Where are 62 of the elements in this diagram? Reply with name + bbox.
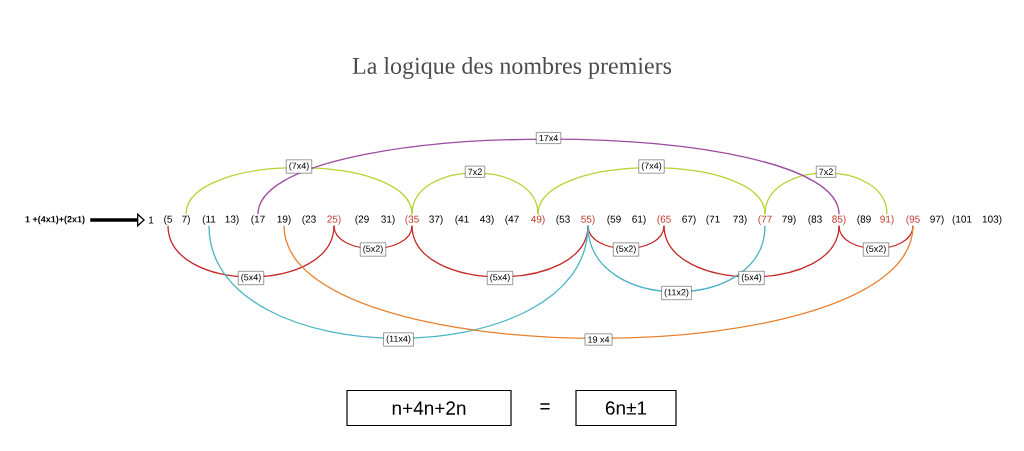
number-text: 91) — [880, 215, 894, 225]
number-text: 103) — [982, 215, 1002, 225]
formula-box: n+4n+2n — [346, 389, 512, 427]
edge-label: 7x2 — [816, 165, 836, 178]
edge-label: (5x4) — [738, 271, 765, 285]
number-text: 1 — [149, 216, 154, 224]
number-text: 49) — [531, 215, 545, 225]
arc-connector — [537, 167, 766, 215]
edge-label: (7x4) — [638, 159, 665, 174]
number-text: 37) — [429, 215, 443, 225]
edge-label: (5x4) — [487, 271, 513, 285]
number-text: (59 — [607, 215, 621, 225]
number-text: 43) — [480, 215, 494, 225]
number-text: (23 — [302, 215, 316, 225]
number-text: 85) — [832, 215, 846, 225]
edge-label: (5x4) — [238, 271, 264, 285]
edge-label: (11x2) — [661, 286, 692, 300]
number-text: (83 — [808, 215, 822, 225]
number-text: (53 — [556, 215, 570, 225]
number-text: 97) — [930, 215, 944, 225]
edge-label: (5x2) — [863, 242, 889, 257]
arc-connector — [283, 225, 914, 339]
number-text: (89 — [857, 215, 871, 225]
arc-connector — [764, 172, 888, 215]
number-text: 67) — [682, 215, 696, 225]
arc-connector — [257, 138, 840, 215]
number-text: 19) — [277, 215, 291, 225]
edge-label: 17x4 — [536, 132, 561, 144]
number-text: (95 — [906, 215, 920, 225]
number-text: 79) — [782, 215, 796, 225]
number-text: (5 — [164, 215, 173, 225]
formula-box: 6n±1 — [575, 389, 677, 427]
number-text: (101 — [952, 215, 972, 225]
edge-label: (7x4) — [286, 159, 312, 174]
formula-text: 1 +(4x1)+(2x1) — [25, 215, 85, 225]
number-text: 61) — [632, 215, 646, 225]
edge-label: (11x4) — [383, 332, 414, 347]
arc-connector — [411, 172, 539, 215]
arc-connector — [185, 167, 413, 215]
title: La logique des nombres premiers — [352, 57, 672, 79]
arc-connector — [208, 225, 589, 339]
number-text: 31) — [381, 215, 395, 225]
edge-label: 19 x4 — [584, 333, 613, 346]
arc-connector — [167, 225, 335, 278]
number-text: 7) — [182, 215, 190, 225]
number-text: (71 — [706, 215, 720, 225]
number-text: 25) — [327, 215, 341, 225]
edge-label: (5x2) — [613, 242, 639, 257]
edge-label: (5x2) — [360, 242, 386, 257]
number-text: (29 — [355, 215, 369, 225]
number-text: 55) — [581, 215, 595, 225]
number-text: (47 — [505, 215, 519, 225]
number-text: 73) — [733, 215, 747, 225]
equals-sign: = — [540, 403, 550, 410]
number-text: (11 — [202, 215, 216, 225]
number-text: (35 — [405, 215, 419, 225]
number-text: (17 — [251, 215, 265, 225]
number-text: (77 — [758, 215, 772, 225]
edge-label: 7x2 — [465, 165, 485, 178]
number-text: 13) — [225, 215, 239, 225]
number-text: (41 — [455, 215, 469, 225]
number-text: (65 — [657, 215, 671, 225]
